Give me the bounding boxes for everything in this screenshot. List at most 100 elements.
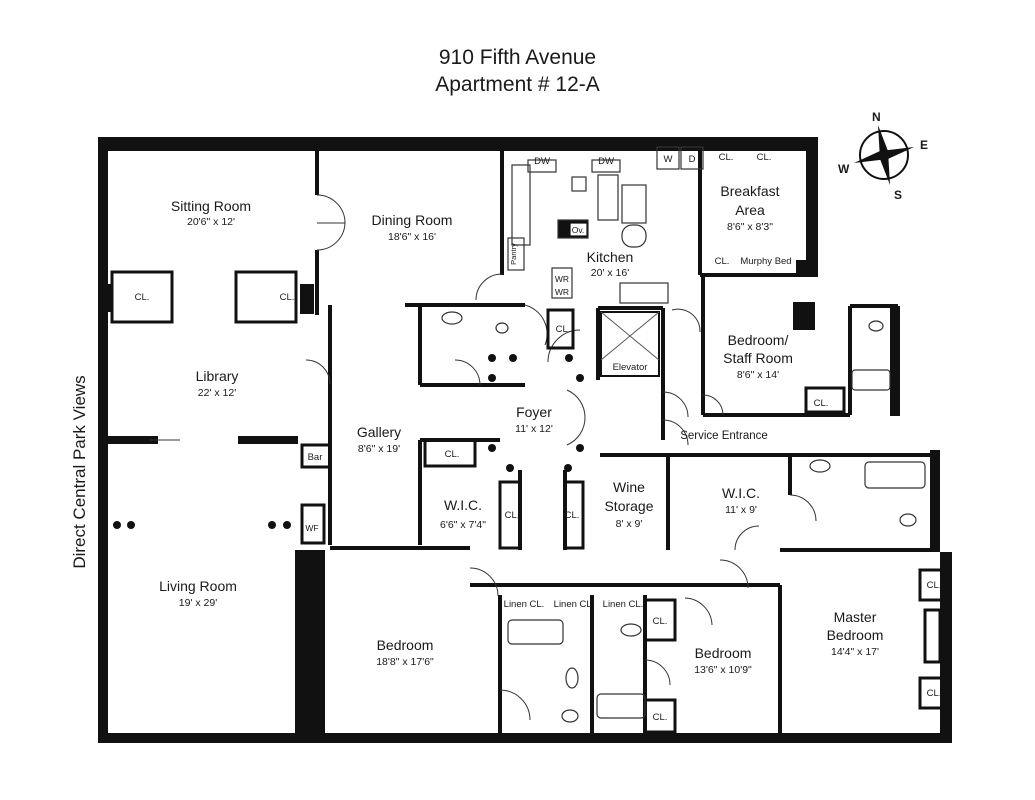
water-room-label: WR [555, 287, 569, 297]
door-swing [566, 389, 586, 446]
column [488, 444, 496, 452]
dishwasher-left [527, 159, 557, 173]
oven-label-box [569, 222, 588, 237]
door-swing [316, 221, 346, 251]
wall-north [98, 137, 818, 151]
door-swings [150, 194, 817, 721]
door-swing [662, 419, 689, 446]
sink [441, 311, 463, 325]
sink [809, 459, 831, 473]
library-name: Library [196, 368, 239, 384]
pantry-label: Pantry [509, 243, 518, 265]
compass-needle [880, 147, 914, 159]
closet-label: CL. [927, 580, 942, 591]
master-fireplace [923, 608, 942, 664]
door-swing [316, 194, 346, 224]
bathtub [507, 619, 564, 645]
door-swing [469, 567, 499, 597]
door-swing [475, 273, 503, 301]
compass-rose: N S E W [838, 110, 928, 202]
elevator [600, 311, 660, 377]
closet-label: CL. [565, 510, 580, 521]
sitting-room-name: Sitting Room [171, 198, 251, 214]
kitchen-counter [511, 164, 531, 246]
water-room-label: WR [555, 274, 569, 284]
living-room-dims: 19' x 29' [179, 597, 217, 609]
closet-library-left [110, 270, 174, 324]
kitchen-island [597, 174, 619, 221]
column [268, 521, 276, 529]
column [100, 284, 112, 312]
door-swing [547, 329, 581, 363]
fixture-labels: CL. CL. DW DW W D CL. CL. Ov. Pantry WR … [135, 152, 942, 723]
sitting-room-dims: 20'6" x 12' [187, 216, 235, 228]
staff-room-name-2: Staff Room [723, 350, 793, 366]
room-labels: Sitting Room 20'6" x 12' Dining Room 18'… [159, 183, 883, 676]
gallery-name: Gallery [357, 424, 401, 440]
kitchen-dims: 20' x 16' [591, 267, 629, 279]
closet-label: CL. [719, 152, 734, 163]
closet-label: CL. [757, 152, 772, 163]
closet-wic-left [498, 480, 522, 550]
bedroom-b-name: Bedroom [695, 645, 752, 661]
pantry [507, 237, 525, 271]
gallery-dims: 8'6" x 19' [358, 443, 400, 455]
foyer-dims: 11' x 12' [515, 423, 553, 435]
staff-room-name-1: Bedroom/ [728, 332, 789, 348]
closet-foyer [546, 308, 575, 350]
breakfast-dims: 8'6" x 8'3" [727, 221, 773, 233]
library-dims: 22' x 12' [198, 387, 236, 399]
closet-bedroom-b-upper [643, 598, 677, 642]
door-swing [499, 689, 531, 721]
compass-w: W [838, 162, 850, 176]
bathtub [596, 693, 646, 719]
washer-label: W [664, 154, 673, 165]
column [576, 374, 584, 382]
closet-wine [563, 480, 585, 550]
bedroom-a-dims: 18'8" x 17'6" [376, 656, 434, 668]
closet-label: CL. [927, 688, 942, 699]
washer [656, 146, 680, 170]
elevator-shaft [600, 311, 660, 377]
column [283, 521, 291, 529]
wic-left-name: W.I.C. [444, 497, 482, 513]
dishwasher-label: DW [598, 156, 614, 167]
wall-south [98, 733, 950, 743]
column [506, 464, 514, 472]
closet-label: CL. [505, 510, 520, 521]
door-swing [662, 391, 689, 418]
closet-gallery [423, 438, 477, 468]
dryer-label: D [689, 154, 696, 165]
door-swing [684, 597, 713, 626]
title-address: 910 Fifth Avenue [438, 46, 597, 69]
compass-n: N [872, 110, 881, 124]
closet-label: CL. [280, 292, 295, 303]
bedroom-b-dims: 13'6" x 10'9" [694, 664, 752, 676]
column [509, 354, 517, 362]
bath-fixtures [441, 311, 926, 723]
column [488, 374, 496, 382]
column [793, 302, 815, 330]
door-swing [719, 559, 749, 589]
door-swing [789, 494, 817, 522]
wic-right-name: W.I.C. [722, 485, 760, 501]
column [127, 521, 135, 529]
linen-closet-label: Linen CL. [554, 599, 595, 610]
dining-room-name: Dining Room [372, 212, 453, 228]
living-room-name: Living Room [159, 578, 237, 594]
wall-east-staff-bath [890, 306, 900, 416]
toilet [561, 709, 579, 723]
closet-label: CL. [445, 449, 460, 460]
compass-ring [859, 130, 909, 180]
breakfast-name-1: Breakfast [720, 183, 779, 199]
master-name-1: Master [834, 609, 877, 625]
bar-cabinet [300, 443, 332, 469]
kitchen-sink [571, 176, 587, 192]
master-dims: 14'4" x 17' [831, 646, 879, 658]
closet-master-lower [918, 676, 948, 710]
wic-right-dims: 11' x 9' [725, 504, 757, 516]
closet-staff [804, 386, 846, 414]
elevator-label: Elevator [613, 362, 648, 373]
sink [620, 623, 642, 637]
closet-label: CL. [556, 324, 571, 335]
